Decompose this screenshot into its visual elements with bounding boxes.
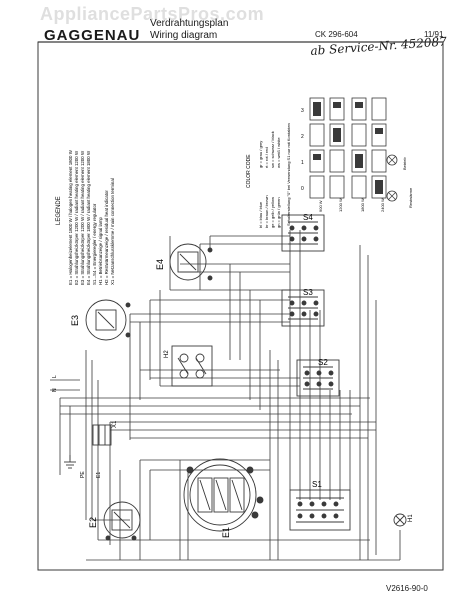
power-label: 900 W bbox=[318, 200, 323, 212]
indicator-h2 bbox=[171, 345, 213, 387]
switch-value-label: 0 bbox=[301, 186, 304, 192]
element-e1 bbox=[183, 458, 264, 532]
label-e4: E4 bbox=[155, 259, 165, 270]
color-code-block: COLOR CODE bl = blau / blue br = braun /… bbox=[246, 131, 281, 228]
color-code-title: COLOR CODE bbox=[246, 154, 252, 188]
document-number: CK 296-604 bbox=[315, 30, 358, 39]
terminal-x1 bbox=[92, 424, 112, 446]
title-german: Verdrahtungsplan bbox=[150, 18, 229, 29]
power-label: 1800 W bbox=[360, 198, 365, 212]
color-code-item: sw = schwarz / black bbox=[270, 131, 275, 168]
ground-symbol-icon bbox=[64, 455, 76, 469]
switch-position-table: 3 2 1 0 900 W 1200 W 1800 W 2400 W Betri… bbox=[301, 97, 413, 212]
switch-value-label: 3 bbox=[301, 108, 304, 114]
switch-s3 bbox=[281, 289, 325, 327]
switch-pattern-fill bbox=[313, 102, 383, 194]
circuit-label: Restwärme bbox=[408, 187, 413, 208]
label-s4: S4 bbox=[303, 213, 313, 222]
svg-text:Schalterstellung "0" bei Verwe: Schalterstellung "0" bei Verwendung S1 n… bbox=[286, 123, 291, 226]
power-label: 1200 W bbox=[338, 198, 343, 212]
wires bbox=[50, 230, 401, 561]
supply-label: N bbox=[52, 388, 58, 392]
power-label: 2400 W bbox=[380, 198, 385, 212]
legend-item: E1 = Halogenheizelement 1800 W / halogen… bbox=[68, 149, 73, 285]
legend-item: E2 = Strahlungsheizkörper 1200 W / radia… bbox=[74, 150, 79, 285]
label-s3: S3 bbox=[303, 288, 313, 297]
watermark-text: AppliancePartsPros.com bbox=[40, 4, 265, 24]
legend-item: E3 = Strahlungsheizkörper 1200 W / radia… bbox=[80, 150, 85, 285]
label-x1: X1 bbox=[112, 420, 118, 428]
legend-title: LEGENDE bbox=[56, 196, 62, 225]
supply-label: L bbox=[52, 375, 58, 378]
color-code-item: ws = weiß / white bbox=[276, 137, 281, 168]
legend-item: H2 = Restwärmeanzeige / residual heat in… bbox=[104, 190, 109, 285]
element-e3 bbox=[85, 299, 131, 341]
color-code-item: gn = grün / green bbox=[276, 197, 281, 228]
element-e2 bbox=[103, 501, 141, 541]
color-code-item: br = braun / brown bbox=[264, 195, 269, 228]
label-h2: H2 bbox=[164, 350, 170, 358]
lamp-symbol bbox=[386, 154, 398, 166]
legend-block: LEGENDE E1 = Halogenheizelement 1800 W /… bbox=[56, 149, 115, 285]
legend-item: X1 = Netzanschlussklemme / main connecti… bbox=[110, 178, 115, 285]
label-h1: H1 bbox=[408, 514, 414, 522]
title-english: Wiring diagram bbox=[150, 30, 218, 41]
label-s2: S2 bbox=[318, 358, 328, 367]
switch-value-label: 2 bbox=[301, 134, 304, 140]
document-date: 11/91 bbox=[424, 30, 444, 39]
color-code-item: bl = blau / blue bbox=[258, 201, 263, 228]
color-code-item: ge = gelb / yellow bbox=[270, 197, 275, 228]
switch-s1 bbox=[289, 489, 351, 531]
label-s1: S1 bbox=[312, 480, 322, 489]
label-e2: E2 bbox=[88, 517, 98, 528]
switch-note: Schalterstellung "0" bei Verwendung S1 n… bbox=[286, 123, 291, 226]
brand-logo: GAGGENAU bbox=[44, 27, 141, 44]
lamp-symbol bbox=[386, 190, 398, 202]
element-e4 bbox=[169, 243, 213, 281]
color-code-item: gr = grau / grey bbox=[258, 141, 263, 168]
signal-lamp-h1 bbox=[393, 513, 407, 527]
switch-s4 bbox=[281, 214, 325, 252]
legend-item: S1...S4 = Energieregler / energy regulat… bbox=[92, 203, 97, 285]
circuit-label: Betrieb bbox=[402, 157, 407, 170]
figure-code: V2616-90-0 bbox=[386, 584, 428, 593]
label-e3: E3 bbox=[70, 315, 80, 326]
legend-item: H1 = Betriebsanzeige / signal lamp bbox=[98, 216, 103, 285]
supply-label: E1 bbox=[96, 472, 102, 478]
supply-label: PE bbox=[80, 471, 86, 478]
switch-symbol-column bbox=[309, 97, 387, 199]
label-e1: E1 bbox=[221, 527, 231, 538]
switch-s2 bbox=[296, 359, 340, 397]
switch-value-label: 1 bbox=[301, 160, 304, 166]
color-code-item: rt = rot / red bbox=[264, 147, 269, 168]
diagram-frame bbox=[37, 41, 444, 571]
legend-item: E4 = Strahlungsheizkörper 1800 W / radia… bbox=[86, 150, 91, 285]
